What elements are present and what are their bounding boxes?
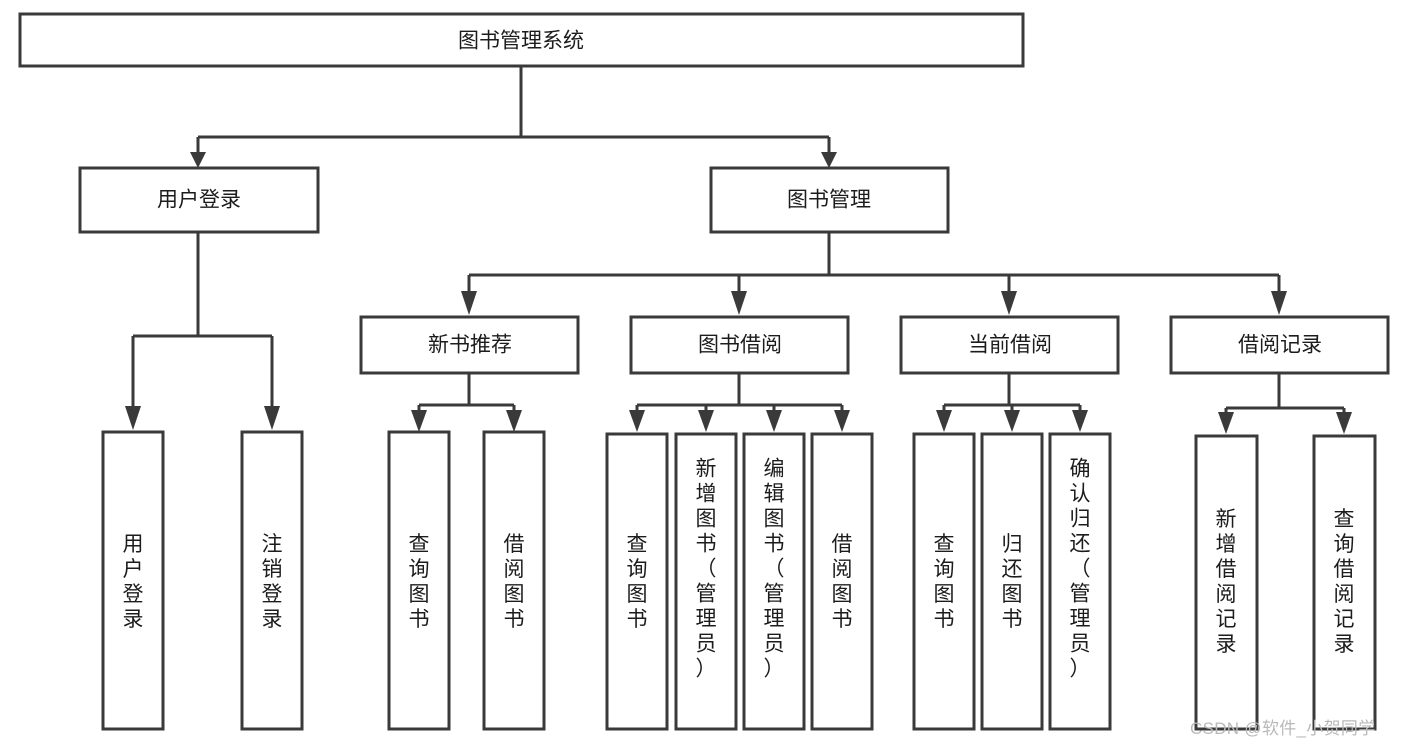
user-login-box[interactable]	[78, 166, 320, 234]
connectors-layer	[125, 66, 1352, 434]
arrow-to-leaf-return-book	[1004, 410, 1020, 432]
arrow-to-borrow-record	[1271, 291, 1287, 315]
leaf-return-book-box[interactable]	[980, 432, 1044, 731]
arrow-to-leaf-query-book-1	[411, 410, 427, 432]
root-label: 图书管理系统	[458, 30, 584, 53]
leaf-query-book-1-label: 查询图书	[409, 533, 430, 631]
leaf-query-book-3-label: 查询图书	[934, 533, 955, 631]
arrow-to-leaf-borrow-book-1	[506, 410, 522, 432]
leaf-query-book-2-box[interactable]	[605, 432, 669, 731]
leaf-add-book-label: 新增图书（管理员）	[696, 458, 717, 681]
leaf-user-login-box[interactable]	[101, 430, 165, 731]
node-root[interactable]: 图书管理系统	[18, 12, 1025, 68]
arrow-to-leaf-edit-book	[766, 410, 782, 432]
leaf-query-book-3-box[interactable]	[912, 432, 976, 731]
arrow-to-leaf-user-login	[125, 406, 141, 430]
leaf-add-record-label: 新增借阅记录	[1216, 508, 1237, 656]
leaf-query-record-box[interactable]	[1312, 434, 1377, 731]
new-book-rec-box[interactable]	[359, 315, 580, 375]
arrow-to-leaf-query-record	[1336, 412, 1352, 434]
leaf-query-book-2-label: 查询图书	[627, 533, 648, 631]
arrow-root-to-book-manage	[821, 152, 837, 168]
leaf-confirm-return-label: 确认归还（管理员）	[1070, 458, 1091, 681]
leaf-add-book-box[interactable]	[674, 432, 738, 731]
node-user-login[interactable]: 用户登录	[78, 166, 320, 234]
arrow-to-current-borrow	[1001, 291, 1017, 315]
leaf-add-record-box[interactable]	[1194, 434, 1259, 731]
book-borrow-label: 图书借阅	[698, 334, 782, 357]
node-current-borrow[interactable]: 当前借阅	[899, 315, 1120, 375]
leaf-edit-book-box[interactable]	[742, 432, 806, 731]
root-box[interactable]	[18, 12, 1025, 68]
node-borrow-record[interactable]: 借阅记录	[1169, 315, 1390, 375]
arrow-root-to-user-login	[190, 152, 206, 168]
leaf-user-login-label: 用户登录	[123, 533, 144, 631]
arrow-to-book-borrow	[731, 291, 747, 315]
arrow-to-leaf-logout	[264, 406, 280, 430]
node-new-book-rec[interactable]: 新书推荐	[359, 315, 580, 375]
csdn-watermark: CSDN @软件_小贺同学	[1190, 719, 1376, 738]
leaf-nodes-layer	[101, 430, 1377, 731]
current-borrow-label: 当前借阅	[968, 334, 1052, 357]
new-book-rec-label: 新书推荐	[428, 334, 512, 357]
arrow-to-leaf-query-book-3	[936, 410, 952, 432]
arrow-to-leaf-query-book-2	[629, 410, 645, 432]
leaf-borrow-book-2-label: 借阅图书	[832, 533, 853, 631]
leaf-logout-box[interactable]	[240, 430, 304, 731]
borrow-record-box[interactable]	[1169, 315, 1390, 375]
arrow-to-new-book-rec	[461, 291, 477, 315]
book-manage-box[interactable]	[709, 166, 950, 234]
node-book-borrow[interactable]: 图书借阅	[629, 315, 850, 375]
arrow-to-leaf-add-record	[1218, 412, 1234, 434]
arrow-to-leaf-confirm-return	[1072, 410, 1088, 432]
leaf-confirm-return-box[interactable]	[1048, 432, 1112, 731]
leaf-query-record-label: 查询借阅记录	[1334, 508, 1355, 656]
arrow-to-leaf-add-book	[698, 410, 714, 432]
borrow-record-label: 借阅记录	[1238, 334, 1322, 357]
leaf-edit-book-label: 编辑图书（管理员）	[764, 458, 785, 681]
leaf-query-book-1-box[interactable]	[387, 430, 451, 731]
leaf-borrow-book-2-box[interactable]	[810, 432, 874, 731]
leaf-logout-label: 注销登录	[262, 533, 283, 631]
leaf-borrow-book-1-box[interactable]	[482, 430, 546, 731]
leaf-borrow-book-1-label: 借阅图书	[504, 533, 525, 631]
arrow-to-leaf-borrow-book-2	[834, 410, 850, 432]
book-borrow-box[interactable]	[629, 315, 850, 375]
node-book-manage[interactable]: 图书管理	[709, 166, 950, 234]
user-login-label: 用户登录	[157, 189, 241, 212]
leaf-labels-layer: 用户登录 注销登录 查询图书 借阅图书 查询图书 新增图书（管理员） 编辑图书（…	[123, 458, 1355, 681]
leaf-return-book-label: 归还图书	[1002, 533, 1023, 631]
book-manage-label: 图书管理	[787, 189, 871, 212]
current-borrow-box[interactable]	[899, 315, 1120, 375]
